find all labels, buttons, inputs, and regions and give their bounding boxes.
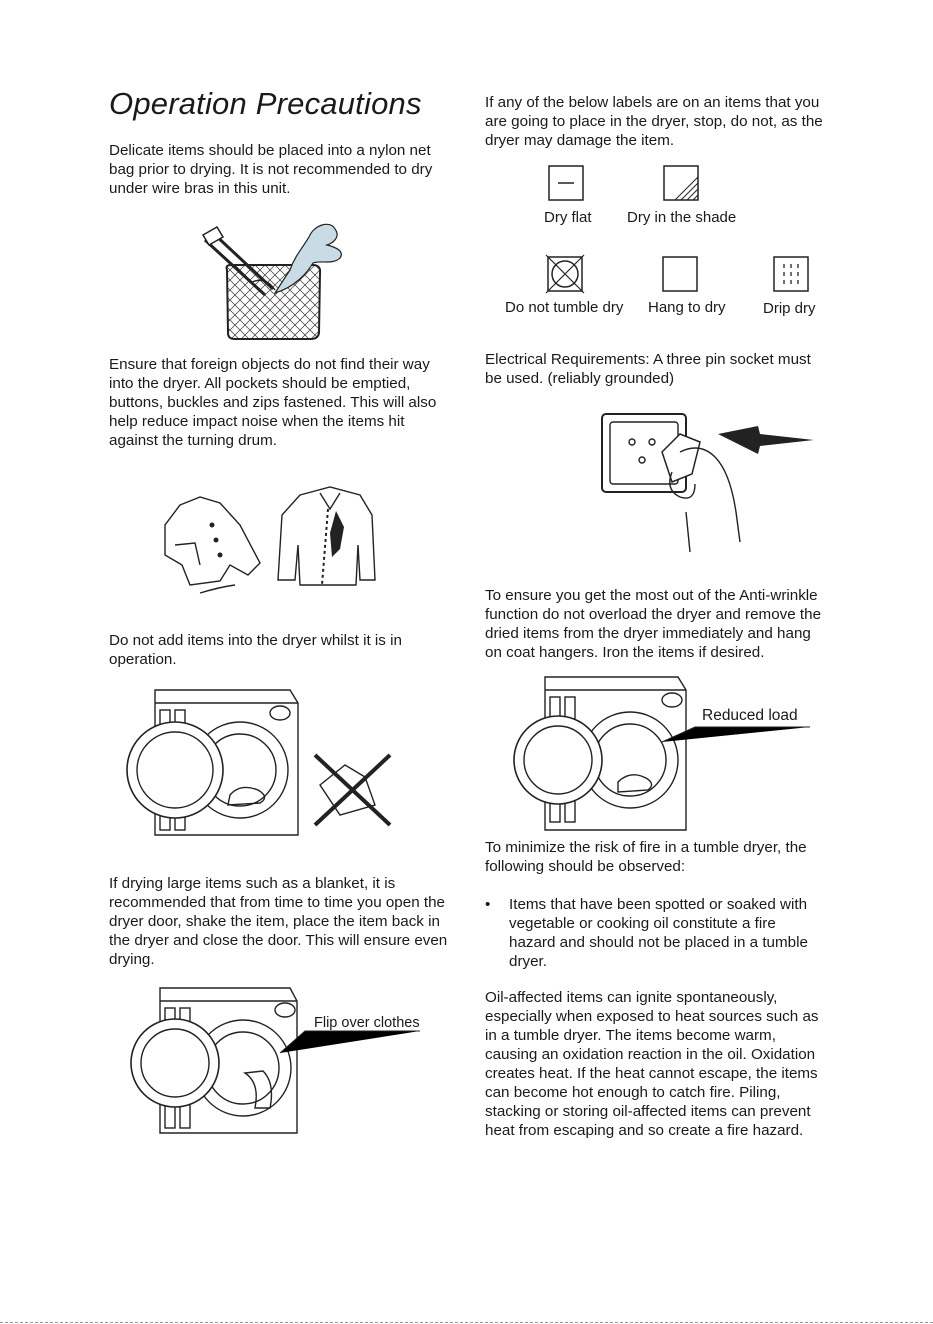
list-item: Items that have been spotted or soaked w… — [485, 895, 815, 971]
do-not-tumble-dry-icon — [545, 254, 585, 294]
shirts-illustration — [164, 486, 376, 594]
reduced-load-label: Reduced load — [702, 707, 798, 724]
care-labels-paragraph: If any of the below labels are on an ite… — [485, 94, 823, 149]
dry-in-shade-icon — [663, 165, 699, 201]
socket-plug-illustration — [601, 413, 814, 553]
flip-over-clothes-label: Flip over clothes — [314, 1015, 420, 1031]
label-dry-in-shade: Dry in the shade — [627, 209, 737, 226]
page-bottom-divider — [0, 1322, 933, 1323]
anti-wrinkle-paragraph: To ensure you get the most out of the An… — [485, 587, 822, 661]
dry-flat-icon — [548, 165, 584, 201]
dryer-no-add-illustration — [126, 689, 392, 836]
net-bag-illustration — [201, 223, 342, 340]
label-hang-to-dry: Hang to dry — [648, 299, 726, 316]
dryer-flip-illustration — [130, 987, 420, 1134]
electrical-paragraph: Electrical Requirements: A three pin soc… — [485, 351, 811, 387]
fire-risk-bullet-list: Items that have been spotted or soaked w… — [485, 895, 815, 971]
do-not-add-paragraph: Do not add items into the dryer whilst i… — [109, 632, 402, 668]
drip-dry-icon — [773, 256, 809, 292]
label-drip-dry: Drip dry — [763, 300, 816, 317]
label-dry-flat: Dry flat — [544, 209, 592, 226]
label-do-not-tumble-dry: Do not tumble dry — [505, 299, 624, 316]
hang-to-dry-icon — [662, 256, 698, 292]
oil-affected-paragraph: Oil-affected items can ignite spontaneou… — [485, 989, 819, 1139]
page-title: Operation Precautions — [109, 86, 422, 121]
foreign-objects-paragraph: Ensure that foreign objects do not find … — [109, 356, 437, 449]
nylon-bag-paragraph: Delicate items should be placed into a n… — [109, 142, 433, 197]
fire-risk-paragraph: To minimize the risk of fire in a tumble… — [485, 839, 807, 875]
dryer-reduced-load-illustration — [513, 676, 810, 831]
large-items-paragraph: If drying large items such as a blanket,… — [109, 875, 448, 968]
